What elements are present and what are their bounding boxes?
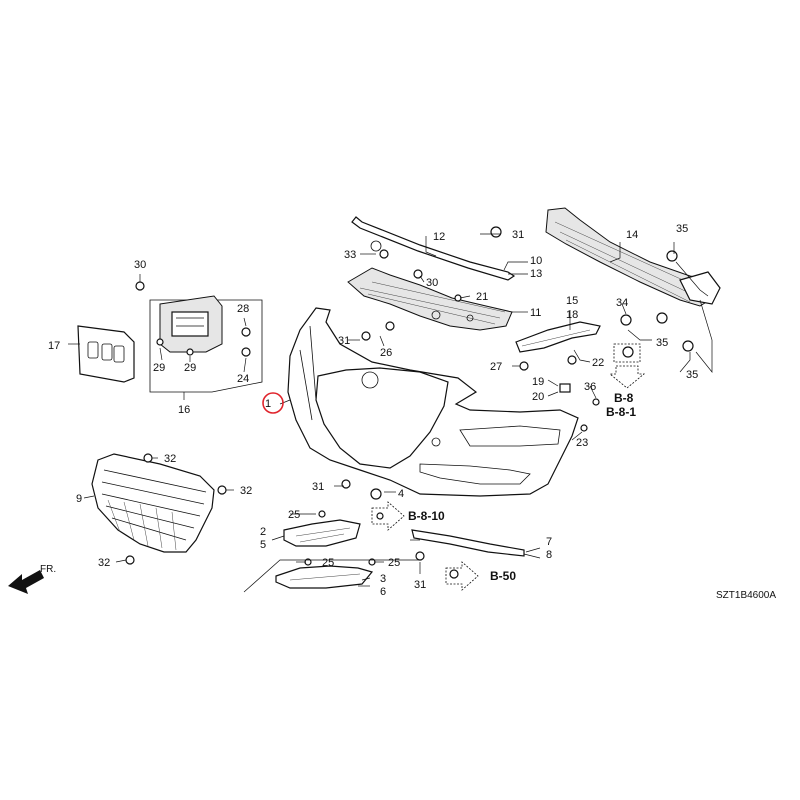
callout-6[interactable]: 6 bbox=[380, 586, 386, 598]
front-label: FR. bbox=[40, 564, 56, 575]
callout-31b[interactable]: 31 bbox=[338, 335, 350, 347]
callout-19[interactable]: 19 bbox=[532, 376, 544, 388]
callout-26[interactable]: 26 bbox=[380, 347, 392, 359]
callout-28[interactable]: 28 bbox=[237, 303, 249, 315]
callout-5[interactable]: 5 bbox=[260, 539, 266, 551]
callout-31c[interactable]: 31 bbox=[312, 481, 324, 493]
upper-support-bracket[interactable] bbox=[347, 267, 513, 331]
ref-b50[interactable]: B-50 bbox=[490, 569, 516, 583]
callout-25a[interactable]: 25 bbox=[288, 509, 300, 521]
callout-35c[interactable]: 35 bbox=[686, 369, 698, 381]
callout-31a[interactable]: 31 bbox=[512, 229, 524, 241]
side-spacer[interactable] bbox=[515, 321, 601, 353]
callout-29b[interactable]: 29 bbox=[184, 362, 196, 374]
callout-24[interactable]: 24 bbox=[237, 373, 249, 385]
callout-7[interactable]: 7 bbox=[546, 536, 552, 548]
callout-15[interactable]: 15 bbox=[566, 295, 578, 307]
ref-arrow-b50[interactable] bbox=[445, 561, 479, 591]
ref-b810[interactable]: B-8-10 bbox=[408, 509, 445, 523]
callout-1[interactable]: 1 bbox=[265, 398, 271, 410]
fog-garnish-upper[interactable] bbox=[283, 519, 361, 547]
callout-22[interactable]: 22 bbox=[592, 357, 604, 369]
callout-3[interactable]: 3 bbox=[380, 573, 386, 585]
callout-34[interactable]: 34 bbox=[616, 297, 628, 309]
callout-17[interactable]: 17 bbox=[48, 340, 60, 352]
license-bracket-group[interactable] bbox=[149, 295, 263, 393]
leader-lines bbox=[68, 233, 713, 593]
callout-27[interactable]: 27 bbox=[490, 361, 502, 373]
callout-20[interactable]: 20 bbox=[532, 391, 544, 403]
highlight-circle bbox=[262, 392, 284, 414]
callout-9[interactable]: 9 bbox=[76, 493, 82, 505]
front-bumper-face[interactable] bbox=[287, 307, 579, 497]
callout-35b[interactable]: 35 bbox=[656, 337, 668, 349]
upper-beam-strip[interactable] bbox=[351, 216, 516, 281]
callout-12[interactable]: 12 bbox=[433, 231, 445, 243]
ref-b81[interactable]: B-8-1 bbox=[606, 405, 636, 419]
callout-32c[interactable]: 32 bbox=[98, 557, 110, 569]
callout-21[interactable]: 21 bbox=[476, 291, 488, 303]
callout-13[interactable]: 13 bbox=[530, 268, 542, 280]
callout-33[interactable]: 33 bbox=[344, 249, 356, 261]
lower-molding[interactable] bbox=[411, 529, 525, 557]
callout-10[interactable]: 10 bbox=[530, 255, 542, 267]
diagram-code: SZT1B4600A bbox=[716, 590, 776, 601]
callout-30b[interactable]: 30 bbox=[426, 277, 438, 289]
ref-b8[interactable]: B-8 bbox=[614, 391, 634, 405]
callout-32b[interactable]: 32 bbox=[240, 485, 252, 497]
front-arrow-icon bbox=[8, 570, 44, 594]
callout-11[interactable]: 11 bbox=[530, 307, 541, 319]
license-plate-base[interactable] bbox=[77, 325, 135, 383]
callout-2[interactable]: 2 bbox=[260, 526, 266, 538]
ref-arrow-b810[interactable] bbox=[371, 501, 405, 531]
ref-arrow-b8[interactable] bbox=[608, 343, 646, 389]
callout-32a[interactable]: 32 bbox=[164, 453, 176, 465]
callout-4[interactable]: 4 bbox=[398, 488, 404, 500]
callout-29a[interactable]: 29 bbox=[153, 362, 165, 374]
callout-23[interactable]: 23 bbox=[576, 437, 588, 449]
callout-25b[interactable]: 25 bbox=[322, 557, 334, 569]
fog-garnish-lower[interactable] bbox=[275, 565, 374, 589]
callout-16[interactable]: 16 bbox=[178, 404, 190, 416]
callout-36[interactable]: 36 bbox=[584, 381, 596, 393]
front-grille[interactable] bbox=[91, 453, 215, 553]
callout-18[interactable]: 18 bbox=[566, 309, 578, 321]
callout-14[interactable]: 14 bbox=[626, 229, 638, 241]
callout-31d[interactable]: 31 bbox=[414, 579, 426, 591]
callout-8[interactable]: 8 bbox=[546, 549, 552, 561]
bumper-absorber[interactable] bbox=[545, 207, 721, 307]
callout-35a[interactable]: 35 bbox=[676, 223, 688, 235]
fastener-clips bbox=[125, 226, 694, 579]
callout-numbers: 1 2 3 4 5 6 7 8 9 10 11 12 13 14 15 16 1… bbox=[48, 223, 698, 598]
callout-25c[interactable]: 25 bbox=[388, 557, 400, 569]
callout-30a[interactable]: 30 bbox=[134, 259, 146, 271]
